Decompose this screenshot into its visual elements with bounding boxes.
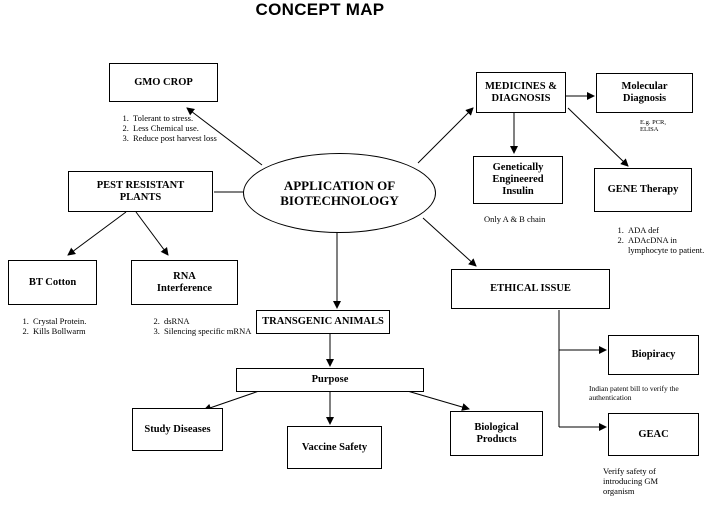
rna-note-1: dsRNA xyxy=(162,316,262,326)
insulin-line1: Genetically xyxy=(492,162,544,173)
gmo-crop-notes: Tolerant to stress. Less Chemical use. R… xyxy=(113,113,251,143)
pest-resistant-box: PEST RESISTANT PLANTS xyxy=(68,171,213,212)
ethical-issue-box: ETHICAL ISSUE xyxy=(451,269,610,309)
purpose-box: Purpose xyxy=(236,368,424,392)
molecular-note: E.g. PCR, ELISA xyxy=(640,119,690,133)
gmo-crop-box: GMO CROP xyxy=(109,63,218,102)
page-title: CONCEPT MAP xyxy=(255,0,385,19)
pest-line2: PLANTS xyxy=(119,191,162,203)
bio-line1: Biological xyxy=(474,421,519,433)
insulin-note: Only A & B chain xyxy=(484,214,546,224)
molecular-diagnosis-box: Molecular Diagnosis xyxy=(596,73,693,113)
arrow-medicines-to-gene xyxy=(567,107,629,167)
insulin-line2: Engineered xyxy=(492,174,544,185)
center-line1: APPLICATION OF xyxy=(283,178,396,193)
geac-box: GEAC xyxy=(608,413,699,456)
gmo-note-2: Less Chemical use. xyxy=(131,123,251,133)
gene-therapy-box: GENE Therapy xyxy=(594,168,692,212)
arrow-center-to-ethical xyxy=(422,217,477,267)
transgenic-animals-box: TRANSGENIC ANIMALS xyxy=(256,310,390,334)
molecular-line1: Molecular xyxy=(621,81,668,92)
biopiracy-box: Biopiracy xyxy=(608,335,699,375)
rna-note-2: Silencing specific mRNA xyxy=(162,326,262,336)
arrow-center-to-medicines xyxy=(417,107,474,164)
vaccine-safety-box: Vaccine Safety xyxy=(287,426,382,469)
rna-line2: Interference xyxy=(156,282,213,294)
gene-note-2: ADAcDNA in lymphocyte to patient. xyxy=(626,235,706,255)
study-diseases-box: Study Diseases xyxy=(132,408,223,451)
rna-line1: RNA xyxy=(173,270,196,282)
gmo-note-1: Tolerant to stress. xyxy=(131,113,251,123)
medicines-box: MEDICINES & DIAGNOSIS xyxy=(476,72,566,113)
gmo-note-3: Reduce post harvest loss xyxy=(131,133,251,143)
molecular-note-line1: E.g. PCR, xyxy=(640,119,667,126)
arrow-purpose-to-study xyxy=(203,389,263,412)
center-node: APPLICATION OF BIOTECHNOLOGY xyxy=(243,153,436,233)
biopiracy-note: Indian patent bill to verify the authent… xyxy=(589,384,679,402)
geac-note: Verify safety of introducing GM organism xyxy=(603,466,659,496)
bt-note-1: Crystal Protein. xyxy=(31,316,141,326)
gene-therapy-notes: ADA def ADAcDNA in lymphocyte to patient… xyxy=(608,225,706,255)
arrow-pest-to-bt xyxy=(67,211,127,256)
arrow-center-to-gmo xyxy=(186,107,263,166)
insulin-box: Genetically Engineered Insulin xyxy=(473,156,563,204)
molecular-note-line2: ELISA xyxy=(640,126,659,133)
bt-cotton-box: BT Cotton xyxy=(8,260,97,305)
center-line2: BIOTECHNOLOGY xyxy=(280,193,399,208)
rna-notes: dsRNA Silencing specific mRNA xyxy=(144,316,262,336)
bt-cotton-notes: Crystal Protein. Kills Bollwarm xyxy=(13,316,141,336)
molecular-line2: Diagnosis xyxy=(622,93,667,104)
medicines-line1: MEDICINES & xyxy=(484,80,558,92)
bio-line2: Products xyxy=(476,433,517,445)
medicines-line2: DIAGNOSIS xyxy=(491,92,551,104)
arrow-purpose-to-bio xyxy=(403,389,470,411)
gene-note-1: ADA def xyxy=(626,225,706,235)
bt-note-2: Kills Bollwarm xyxy=(31,326,141,336)
arrow-pest-to-rna xyxy=(135,211,169,256)
pest-line1: PEST RESISTANT xyxy=(96,179,185,191)
biological-products-box: Biological Products xyxy=(450,411,543,456)
insulin-line3: Insulin xyxy=(502,186,534,197)
rna-interference-box: RNA Interference xyxy=(131,260,238,305)
